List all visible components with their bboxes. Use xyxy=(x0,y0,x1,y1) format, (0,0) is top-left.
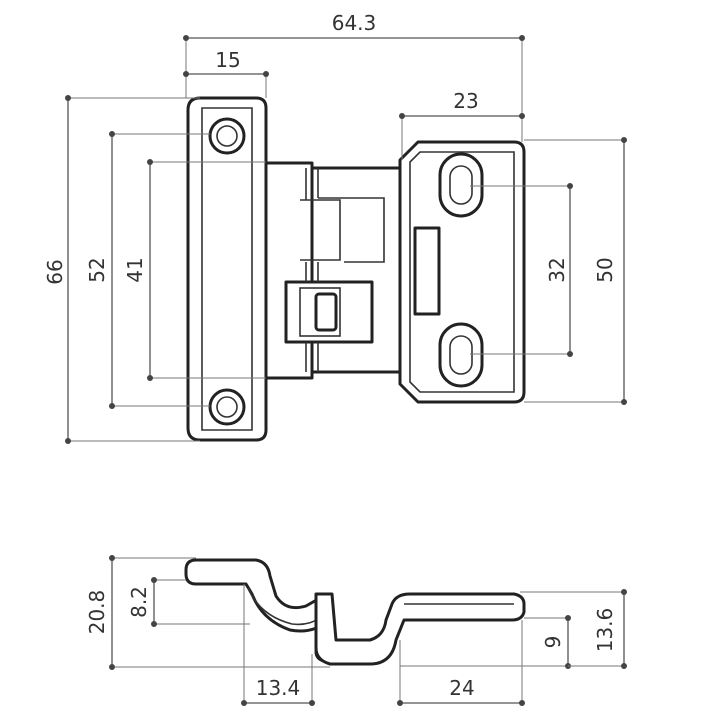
linkage-detail-a xyxy=(300,199,341,261)
dim-label-52: 52 xyxy=(85,257,109,282)
right-mounting-plate xyxy=(398,140,526,404)
hinge-side-view xyxy=(184,558,526,666)
left-mounting-plate xyxy=(186,96,268,442)
dim-label-41: 41 xyxy=(123,257,147,282)
linkage-detail-c xyxy=(305,168,319,200)
dim-label-23: 23 xyxy=(453,89,478,113)
hinge-top-view xyxy=(186,96,526,442)
top-screw-hole-inner xyxy=(216,125,238,147)
side-left-plate-detail xyxy=(247,587,321,626)
dim-label-15: 15 xyxy=(215,48,240,72)
lower-slot-hole-inner xyxy=(449,335,473,375)
linkage-detail-b xyxy=(318,197,385,263)
dim-label-50: 50 xyxy=(593,257,617,282)
side-view-dimensions: 20.8 8.2 13.4 24 9 13.6 xyxy=(85,555,627,706)
dim-label-13-4: 13.4 xyxy=(256,676,301,700)
bottom-screw-hole xyxy=(208,388,246,426)
dim-label-9: 9 xyxy=(541,636,565,649)
top-view-dimensions: 64.3 15 23 66 52 41 32 xyxy=(43,11,627,444)
top-screw-hole xyxy=(208,117,246,155)
middle-linkage-body xyxy=(264,161,314,380)
center-latch-slot xyxy=(314,292,338,332)
linkage-detail-d xyxy=(305,262,319,372)
dim-label-24: 24 xyxy=(449,676,474,700)
dim-label-32: 32 xyxy=(545,257,569,282)
right-plate-inner-outline xyxy=(409,151,515,393)
dim-label-20-8: 20.8 xyxy=(85,590,109,635)
side-middle-link xyxy=(314,592,526,666)
lower-slot-hole xyxy=(438,322,484,388)
left-plate-inner-outline xyxy=(201,107,253,431)
upper-slot-hole xyxy=(438,152,484,218)
upper-slot-hole-inner xyxy=(449,165,473,205)
dim-label-8-2: 8.2 xyxy=(127,586,151,618)
bottom-screw-hole-inner xyxy=(216,396,238,418)
right-plate-window xyxy=(413,226,441,316)
dim-label-13-6: 13.6 xyxy=(593,608,617,653)
dim-label-66: 66 xyxy=(43,259,67,284)
side-left-plate xyxy=(184,558,328,633)
center-latch-inner xyxy=(299,287,341,337)
dim-label-64-3: 64.3 xyxy=(332,11,377,35)
